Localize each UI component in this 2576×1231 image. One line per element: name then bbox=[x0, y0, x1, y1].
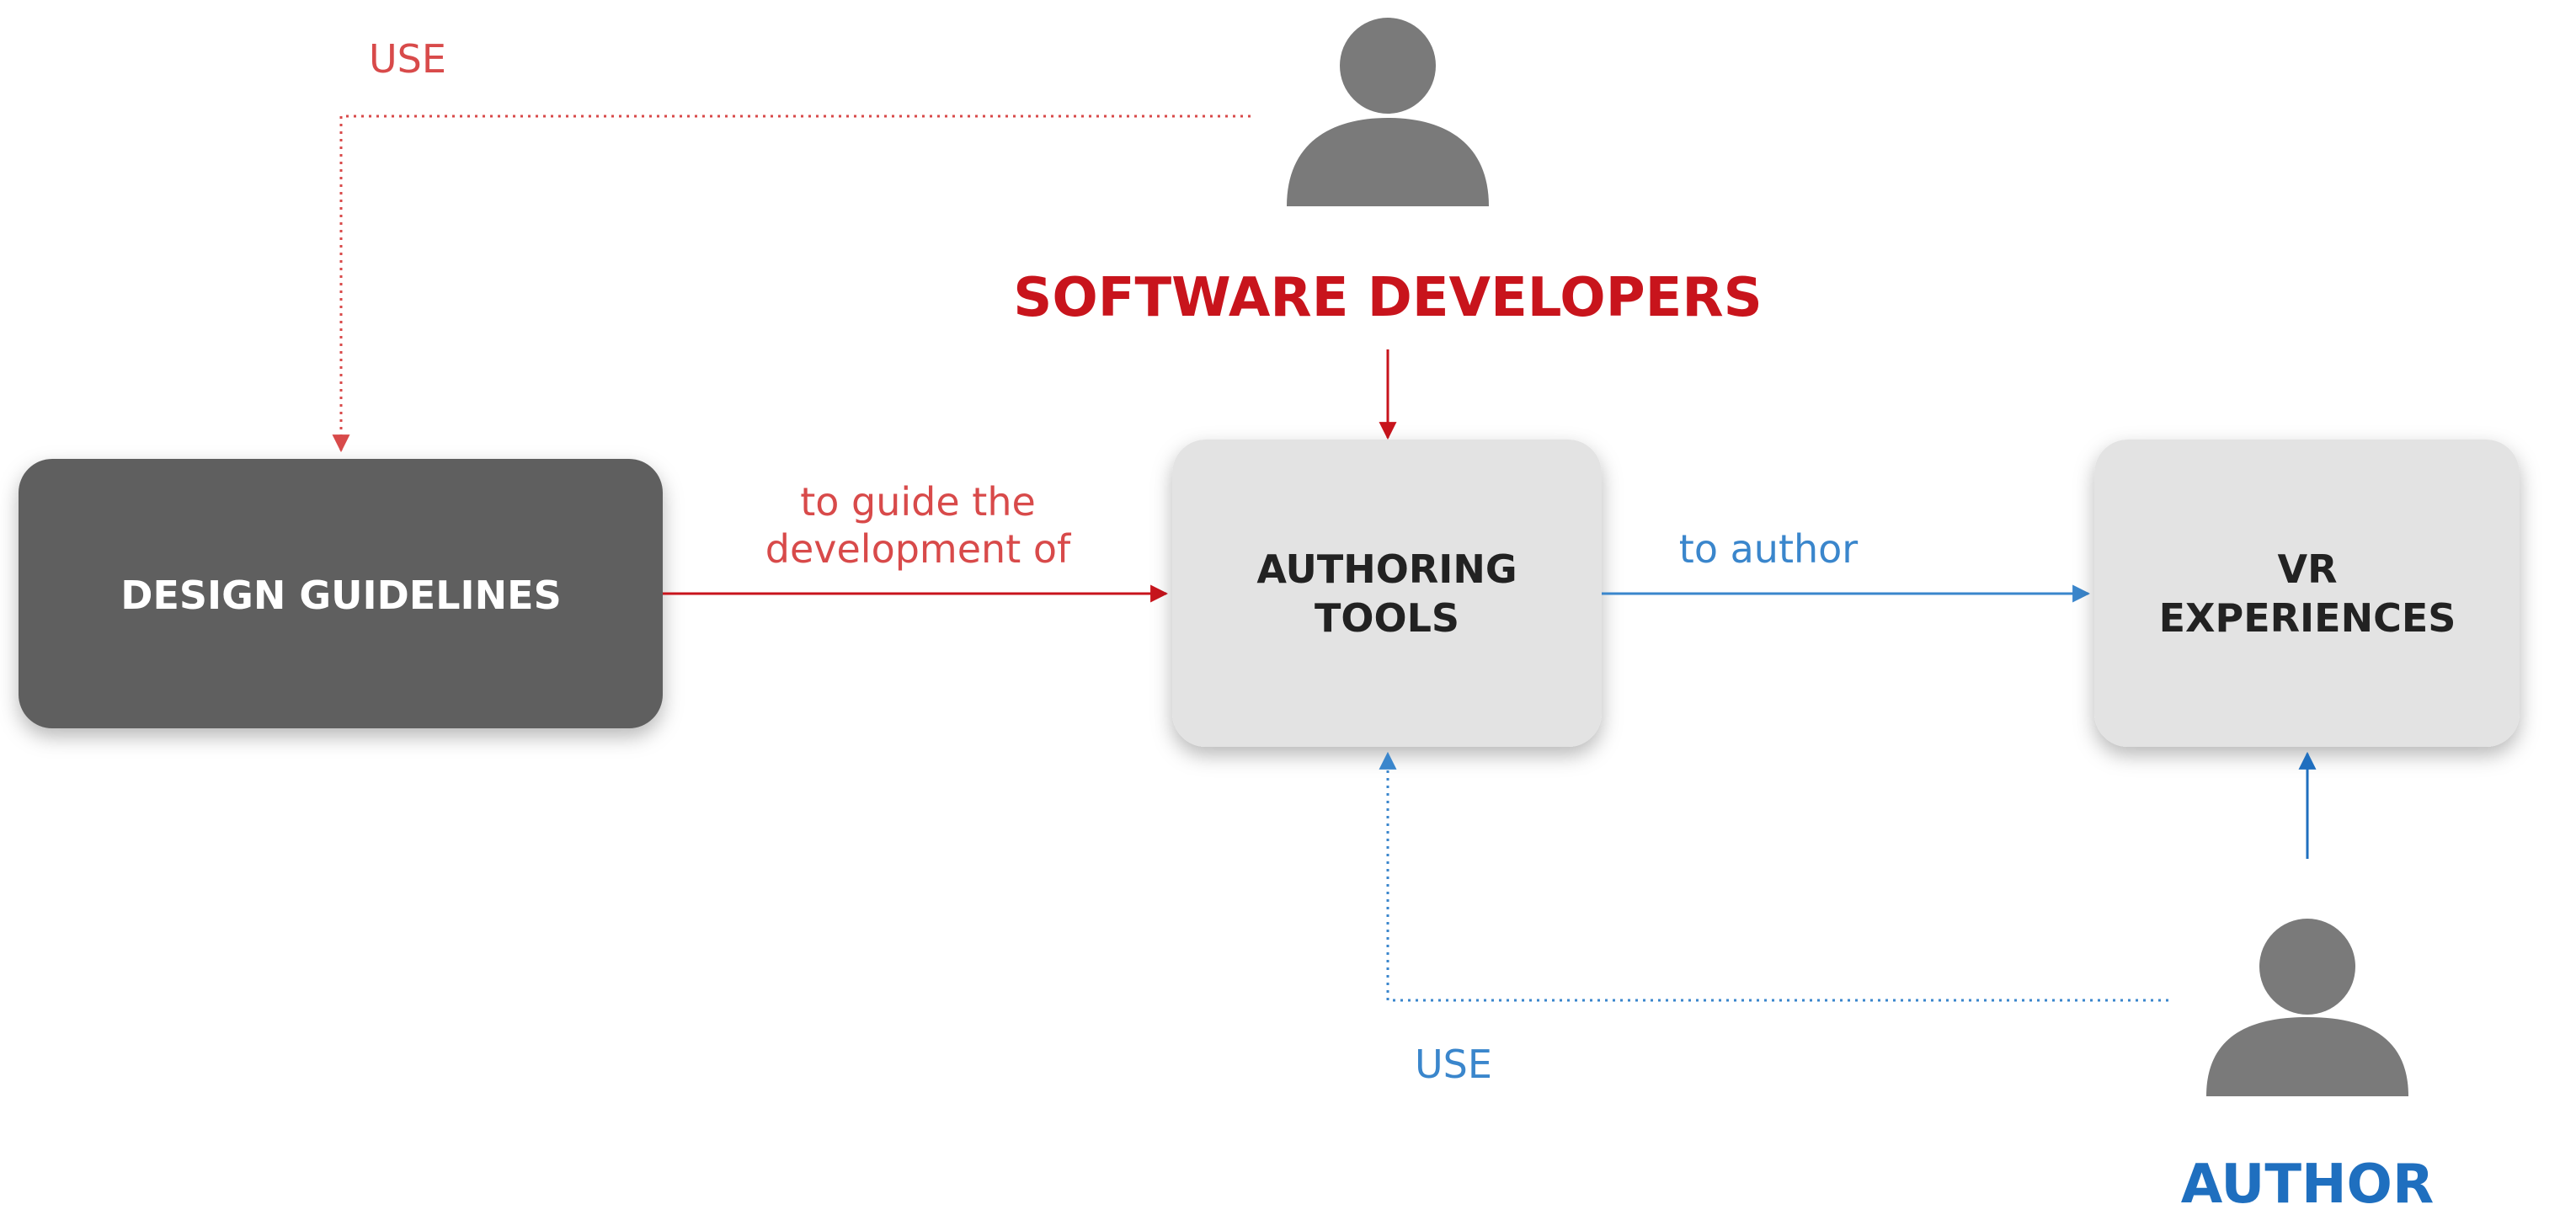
authoring-tools-label-line2: TOOLS bbox=[1315, 595, 1459, 641]
use-connector-author bbox=[1379, 751, 2168, 1002]
vr-experiences-box: VR EXPERIENCES bbox=[2094, 440, 2520, 747]
software-developers-label: SOFTWARE DEVELOPERS bbox=[1013, 267, 1762, 329]
guide-label-line1: to guide the bbox=[800, 479, 1036, 525]
software-developers-person-icon bbox=[1287, 18, 1489, 206]
author-person-icon bbox=[2206, 919, 2408, 1096]
vr-experiences-label-line2: EXPERIENCES bbox=[2159, 595, 2456, 641]
use-connector-developers bbox=[332, 115, 1251, 453]
vr-experiences-label-line1: VR bbox=[2277, 546, 2337, 592]
author-label: AUTHOR bbox=[2181, 1154, 2434, 1216]
design-guidelines-box: DESIGN GUIDELINES bbox=[19, 459, 663, 728]
design-guidelines-label: DESIGN GUIDELINES bbox=[120, 573, 561, 618]
top-use-label: USE bbox=[369, 36, 446, 82]
authoring-tools-box: AUTHORING TOOLS bbox=[1172, 440, 1602, 747]
authoring-tools-label-line1: AUTHORING bbox=[1256, 546, 1517, 592]
to-author-label: to author bbox=[1679, 526, 1858, 572]
guide-label-line2: development of bbox=[765, 526, 1072, 572]
bottom-use-label: USE bbox=[1415, 1042, 1492, 1087]
